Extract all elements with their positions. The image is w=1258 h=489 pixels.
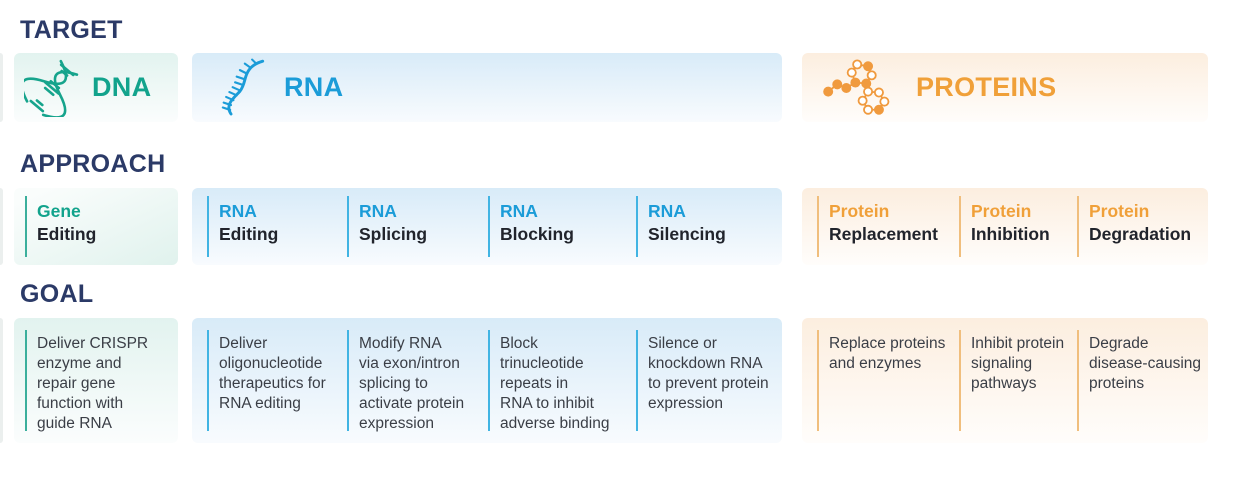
left-edge-sliver: [0, 318, 3, 443]
approach-section-heading: APPROACH: [20, 150, 166, 178]
approach-card-dna: Gene Editing: [14, 188, 178, 265]
goal-card-rna: Deliver oligonucleotide therapeutics for…: [192, 318, 782, 443]
target-card-proteins: PROTEINS: [802, 53, 1208, 122]
approach-label-line2: Degradation: [1089, 224, 1192, 244]
target-label-rna: RNA: [284, 72, 344, 102]
protein-molecule-icon: [820, 58, 898, 117]
approach-cell-gene-editing: Gene Editing: [25, 196, 165, 257]
dna-helix-icon: [24, 59, 80, 117]
goal-text: Deliver oligonucleotide therapeutics for…: [219, 335, 326, 412]
goal-cell-rna-splicing: Modify RNA via exon/intron splicing to a…: [347, 330, 473, 432]
approach-label-line2: Replacement: [829, 224, 938, 244]
rna-strand-icon: [218, 57, 270, 119]
approach-label-line1: Protein: [971, 201, 1032, 221]
goal-cell-gene-editing: Deliver CRISPR enzyme and repair gene fu…: [25, 330, 167, 432]
goal-text: Deliver CRISPR enzyme and repair gene fu…: [37, 335, 149, 432]
approach-cell-protein-replacement: Protein Replacement: [817, 196, 947, 257]
approach-cell-rna-silencing: RNA Silencing: [636, 196, 766, 257]
approach-card-rna: RNA Editing RNA Splicing RNA Blocking RN…: [192, 188, 782, 265]
approach-card-proteins: Protein Replacement Protein Inhibition P…: [802, 188, 1208, 265]
left-edge-sliver: [0, 53, 3, 122]
goal-text: Degrade disease-causing proteins: [1089, 335, 1202, 392]
goal-cell-protein-replacement: Replace proteins and enzymes: [817, 330, 947, 431]
approach-label-line1: Protein: [829, 201, 890, 221]
goal-text: Replace proteins and enzymes: [829, 335, 946, 372]
approach-label-line2: Editing: [219, 224, 279, 244]
goal-section-heading: GOAL: [20, 280, 94, 308]
target-label-proteins: PROTEINS: [916, 72, 1057, 102]
approach-cell-rna-splicing: RNA Splicing: [347, 196, 473, 257]
approach-label-line2: Silencing: [648, 224, 726, 244]
approach-cell-protein-inhibition: Protein Inhibition: [959, 196, 1065, 257]
target-label-dna: DNA: [92, 72, 152, 102]
approach-label-line1: Protein: [1089, 201, 1150, 221]
goal-text: Block trinucleotide repeats in RNA to in…: [500, 335, 610, 432]
goal-text: Silence or knockdown RNA to prevent prot…: [648, 335, 769, 412]
goal-cell-protein-degradation: Degrade disease-causing proteins: [1077, 330, 1202, 431]
goal-text: Modify RNA via exon/intron splicing to a…: [359, 335, 465, 432]
approach-cell-protein-degradation: Protein Degradation: [1077, 196, 1199, 257]
goal-cell-rna-editing: Deliver oligonucleotide therapeutics for…: [207, 330, 332, 431]
goal-card-dna: Deliver CRISPR enzyme and repair gene fu…: [14, 318, 178, 443]
goal-cell-rna-silencing: Silence or knockdown RNA to prevent prot…: [636, 330, 771, 431]
approach-label-line1: RNA: [359, 201, 397, 221]
approach-label-line2: Editing: [37, 224, 97, 244]
approach-label-line2: Blocking: [500, 224, 574, 244]
left-edge-sliver: [0, 188, 3, 265]
target-card-dna: DNA: [14, 53, 178, 122]
goal-text: Inhibit protein signaling pathways: [971, 335, 1065, 392]
goal-cell-protein-inhibition: Inhibit protein signaling pathways: [959, 330, 1065, 431]
approach-cell-rna-blocking: RNA Blocking: [488, 196, 621, 257]
goal-card-proteins: Replace proteins and enzymes Inhibit pro…: [802, 318, 1208, 443]
approach-label-line1: RNA: [219, 201, 257, 221]
approach-label-line1: RNA: [500, 201, 538, 221]
goal-cell-rna-blocking: Block trinucleotide repeats in RNA to in…: [488, 330, 621, 432]
approach-label-line1: Gene: [37, 201, 81, 221]
approach-label-line2: Inhibition: [971, 224, 1050, 244]
approach-label-line2: Splicing: [359, 224, 428, 244]
target-section-heading: TARGET: [20, 16, 123, 44]
approach-cell-rna-editing: RNA Editing: [207, 196, 332, 257]
target-card-rna: RNA: [192, 53, 782, 122]
approach-label-line1: RNA: [648, 201, 686, 221]
